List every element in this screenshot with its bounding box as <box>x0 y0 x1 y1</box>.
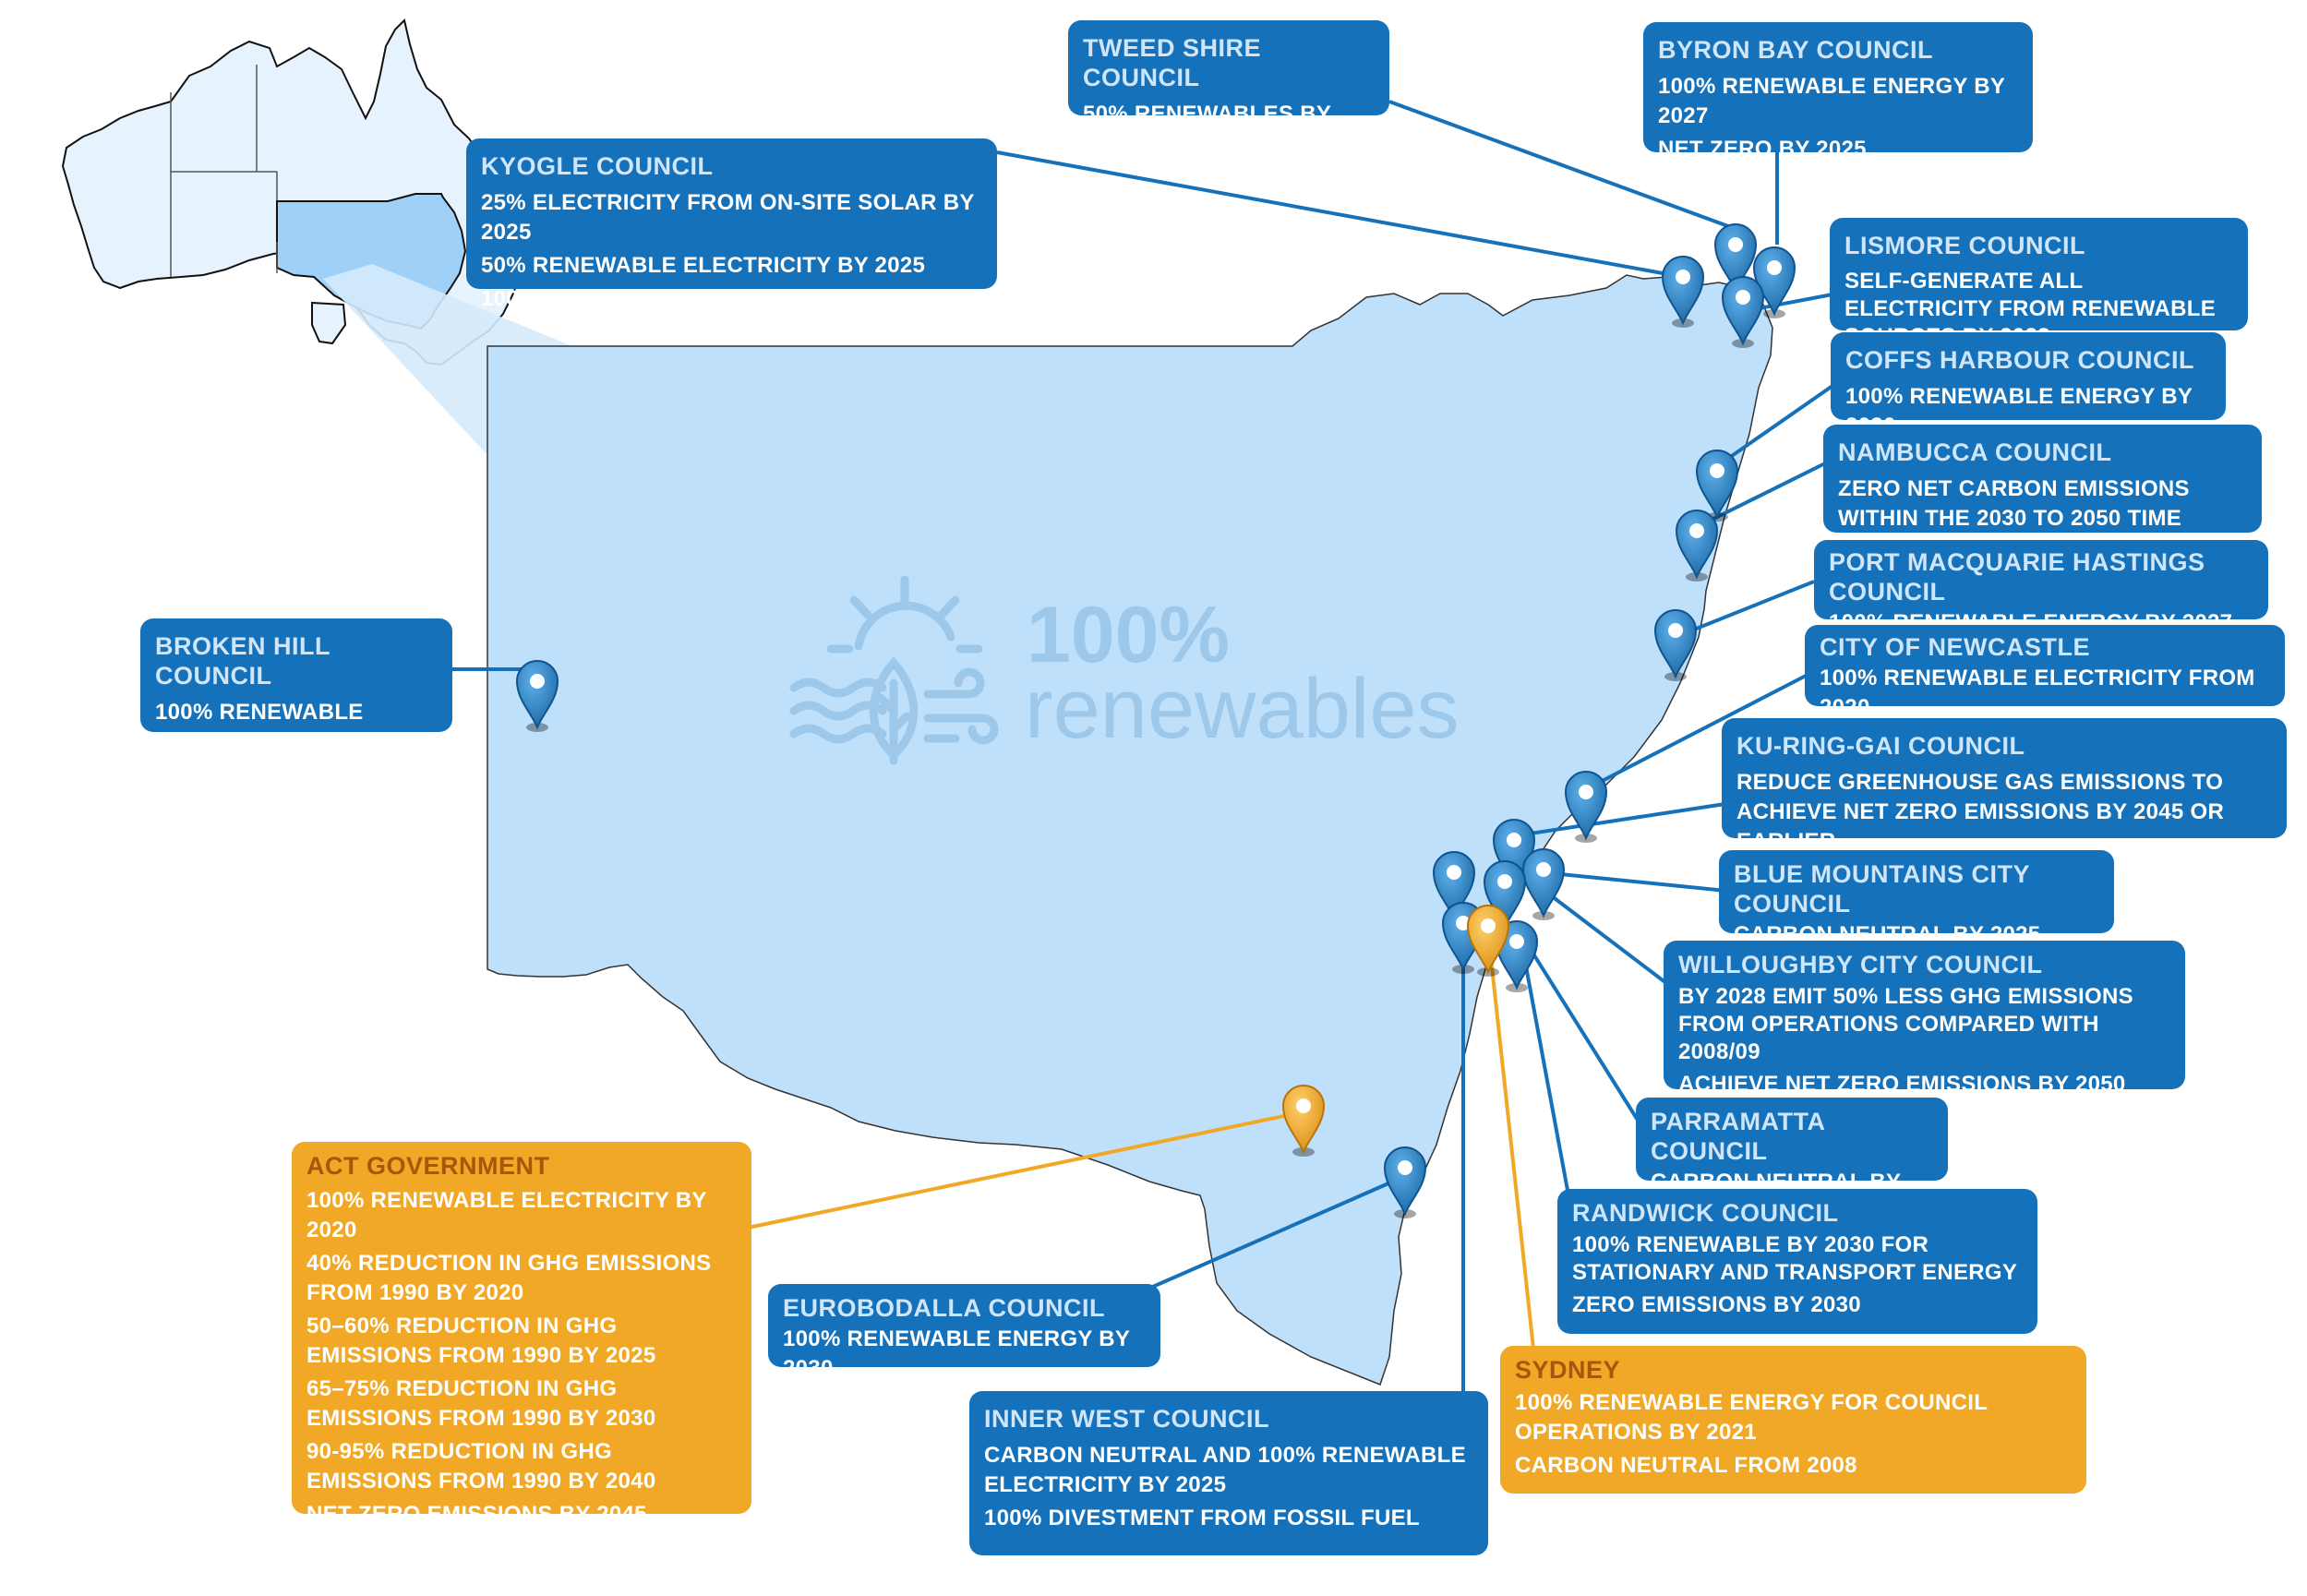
card-line: 100% RENEWABLE ENERGY BY 2030 <box>155 700 364 754</box>
map-pin-lismore <box>1721 276 1765 348</box>
card-line: 100% RENEWABLE ENERGY BY 2027 <box>1658 74 2005 128</box>
map-pin-newcastle <box>1564 771 1608 843</box>
card-portmac: PORT MACQUARIE HASTINGS COUNCIL 100% REN… <box>1814 540 2268 635</box>
card-line: REDUCE GREENHOUSE GAS EMISSIONS TO ACHIE… <box>1736 770 2225 854</box>
card-line: 100% RENEWABLE ENERGY BY 2030 <box>783 1326 1130 1381</box>
card-line: 100% RENEWABLE BY 2030 FOR STATIONARY AN… <box>1572 1232 2018 1285</box>
map-pin-willoughby <box>1521 848 1566 920</box>
card-title: WILLOUGHBY CITY COUNCIL <box>1678 951 2043 978</box>
card-title: RANDWICK COUNCIL <box>1572 1199 1839 1227</box>
card-title: BROKEN HILL COUNCIL <box>155 632 330 690</box>
card-inner-west: INNER WEST COUNCIL CARBON NEUTRAL AND 10… <box>969 1391 1488 1555</box>
card-line: 65–75% REDUCTION IN GHG EMISSIONS FROM 1… <box>306 1376 656 1431</box>
card-title: PORT MACQUARIE HASTINGS COUNCIL <box>1829 548 2205 606</box>
card-brokenhill: BROKEN HILL COUNCIL 100% RENEWABLE ENERG… <box>140 618 452 754</box>
waves-icon <box>789 678 887 744</box>
card-willoughby: WILLOUGHBY CITY COUNCIL BY 2028 EMIT 50%… <box>1664 941 2185 1097</box>
card-title: TWEED SHIRE COUNCIL <box>1083 34 1262 91</box>
card-line: ZERO EMISSIONS BY 2030 <box>1572 1292 1861 1317</box>
card-title: BLUE MOUNTAINS CITY COUNCIL <box>1734 860 2030 918</box>
card-line: 50% RENEWABLE ELECTRICITY BY 2025 <box>481 253 926 278</box>
card-coffs: COFFS HARBOUR COUNCIL 100% RENEWABLE ENE… <box>1831 332 2226 438</box>
card-kyogle: KYOGLE COUNCIL 25% ELECTRICITY FROM ON-S… <box>466 138 997 311</box>
card-line: NET ZERO EMISSIONS BY 2045 <box>306 1502 647 1527</box>
card-line: 100% RENEWABLE ENERGY FOR COUNCIL OPERAT… <box>1515 1390 1988 1445</box>
leaf-icon <box>869 656 919 765</box>
card-title: INNER WEST COUNCIL <box>984 1405 1269 1433</box>
map-pin-nambucca <box>1675 510 1719 582</box>
logo-percent: 100% <box>1027 591 1230 679</box>
card-kuringgai: KU-RING-GAI COUNCIL REDUCE GREENHOUSE GA… <box>1722 718 2287 854</box>
card-title: ACT GOVERNMENT <box>306 1152 550 1180</box>
card-line: NET ZERO BY 2025 <box>1658 137 1867 162</box>
card-line: 100% RENEWABLE ELECTRICITY FROM 2020 <box>1820 666 2255 720</box>
card-line: CARBON NEUTRAL AND 100% RENEWABLE ELECTR… <box>984 1443 1466 1497</box>
card-title: CITY OF NEWCASTLE <box>1820 633 2091 661</box>
card-lismore: LISMORE COUNCIL SELF-GENERATE ALL ELECTR… <box>1830 218 2248 349</box>
card-title: COFFS HARBOUR COUNCIL <box>1845 346 2194 374</box>
map-pin-kyogle <box>1661 256 1705 328</box>
card-title: LISMORE COUNCIL <box>1844 232 2085 259</box>
card-nambucca: NAMBUCCA COUNCIL ZERO NET CARBON EMISSIO… <box>1823 425 2262 560</box>
card-title: KU-RING-GAI COUNCIL <box>1736 732 2025 760</box>
card-line: ACHIEVE NET ZERO EMISSIONS BY 2050 <box>1678 1072 2126 1097</box>
card-tweed: TWEED SHIRE COUNCIL 50% RENEWABLES BY 20… <box>1068 20 1389 156</box>
map-pin-brokenhill <box>515 660 559 732</box>
card-bluemtns: BLUE MOUNTAINS CITY COUNCIL CARBON NEUTR… <box>1719 850 2114 947</box>
card-randwick: RANDWICK COUNCIL 100% RENEWABLE BY 2030 … <box>1557 1189 2037 1334</box>
card-line: 50–60% REDUCTION IN GHG EMISSIONS FROM 1… <box>306 1314 656 1368</box>
pins <box>515 223 1796 1218</box>
map-pin-portmac <box>1653 609 1698 681</box>
leader-lines <box>452 100 1838 1394</box>
card-act-government: ACT GOVERNMENT 100% RENEWABLE ELECTRICIT… <box>292 1142 751 1527</box>
card-line: 40% REDUCTION IN GHG EMISSIONS FROM 1990… <box>306 1251 712 1305</box>
card-parramatta: PARRAMATTA COUNCIL CARBON NEUTRAL BY 202… <box>1636 1098 1948 1224</box>
wind-icon <box>923 667 999 745</box>
card-title: SYDNEY <box>1515 1356 1621 1384</box>
tasmania <box>311 301 347 345</box>
card-byron: BYRON BAY COUNCIL 100% RENEWABLE ENERGY … <box>1643 22 2033 162</box>
card-line: 100% DIVESTMENT FROM FOSSIL FUEL <box>984 1506 1420 1530</box>
card-line: CARBON NEUTRAL FROM 2008 <box>1515 1453 1857 1478</box>
card-line: 100% RENEWABLE ELECTRICITY BY 2020 <box>306 1188 707 1242</box>
card-title: PARRAMATTA COUNCIL <box>1651 1108 1825 1165</box>
map-pin-eurobodalla <box>1383 1146 1427 1218</box>
logo-icons <box>789 575 999 765</box>
card-sydney: SYDNEY 100% RENEWABLE ENERGY FOR COUNCIL… <box>1500 1346 2086 1494</box>
card-eurobodalla: EUROBODALLA COUNCIL 100% RENEWABLE ENERG… <box>768 1284 1160 1381</box>
card-line: SELF-GENERATE ALL ELECTRICITY FROM RENEW… <box>1844 269 2217 349</box>
card-line: 25% ELECTRICITY FROM ON-SITE SOLAR BY 20… <box>481 190 975 245</box>
card-line: 100% RENEWABLE ELECTRICITY BY 2030 <box>481 286 938 311</box>
card-line: 50% RENEWABLES BY 2025 <box>1083 102 1331 156</box>
card-line: 90-95% REDUCTION IN GHG EMISSIONS FROM 1… <box>306 1439 656 1494</box>
map-pin-sydney <box>1466 905 1510 977</box>
card-title: KYOGLE COUNCIL <box>481 152 714 180</box>
card-title: NAMBUCCA COUNCIL <box>1838 438 2112 466</box>
card-title: BYRON BAY COUNCIL <box>1658 36 1934 64</box>
card-newcastle: CITY OF NEWCASTLE 100% RENEWABLE ELECTRI… <box>1805 625 2285 720</box>
map-pin-act <box>1281 1085 1326 1157</box>
card-title: EUROBODALLA COUNCIL <box>783 1294 1105 1322</box>
card-line: BY 2028 EMIT 50% LESS GHG EMISSIONS FROM… <box>1678 984 2133 1064</box>
logo-word: renewables <box>1025 662 1460 756</box>
sun-icon <box>826 575 983 654</box>
